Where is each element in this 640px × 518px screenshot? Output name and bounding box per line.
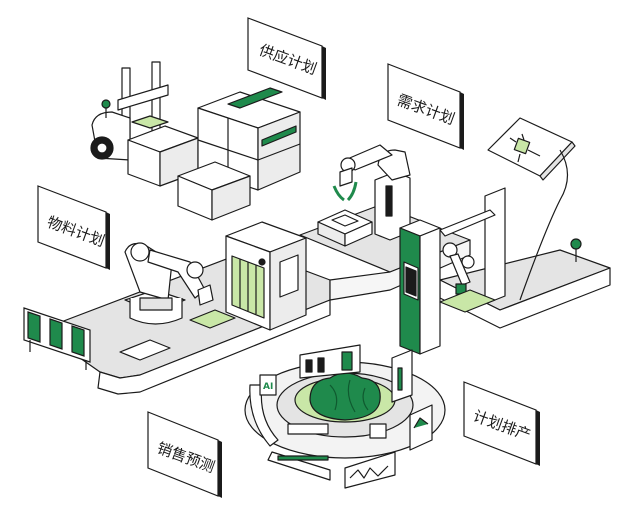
robot-arm-icon	[439, 187, 582, 313]
sign-supply-plan: 供应计划	[247, 17, 326, 100]
sign-sales-forecast: 销售预测	[147, 411, 222, 498]
green-kiosk-icon	[399, 219, 441, 355]
tablet-circuit-icon	[487, 117, 576, 301]
ai-badge: AI	[263, 382, 273, 392]
sign-material-plan: 物料计划	[37, 185, 110, 270]
brain-chip-icon	[244, 344, 446, 489]
sign-plan-scheduling: 计划排产	[463, 381, 540, 466]
sign-demand-plan: 需求计划	[387, 63, 464, 150]
machine-gate	[225, 221, 307, 331]
box-stack-icon	[127, 87, 301, 221]
robot-arm-icon	[124, 242, 214, 325]
striped-barrier-icon	[23, 307, 91, 370]
robot-arm-icon	[332, 144, 411, 241]
pallet	[317, 209, 373, 247]
